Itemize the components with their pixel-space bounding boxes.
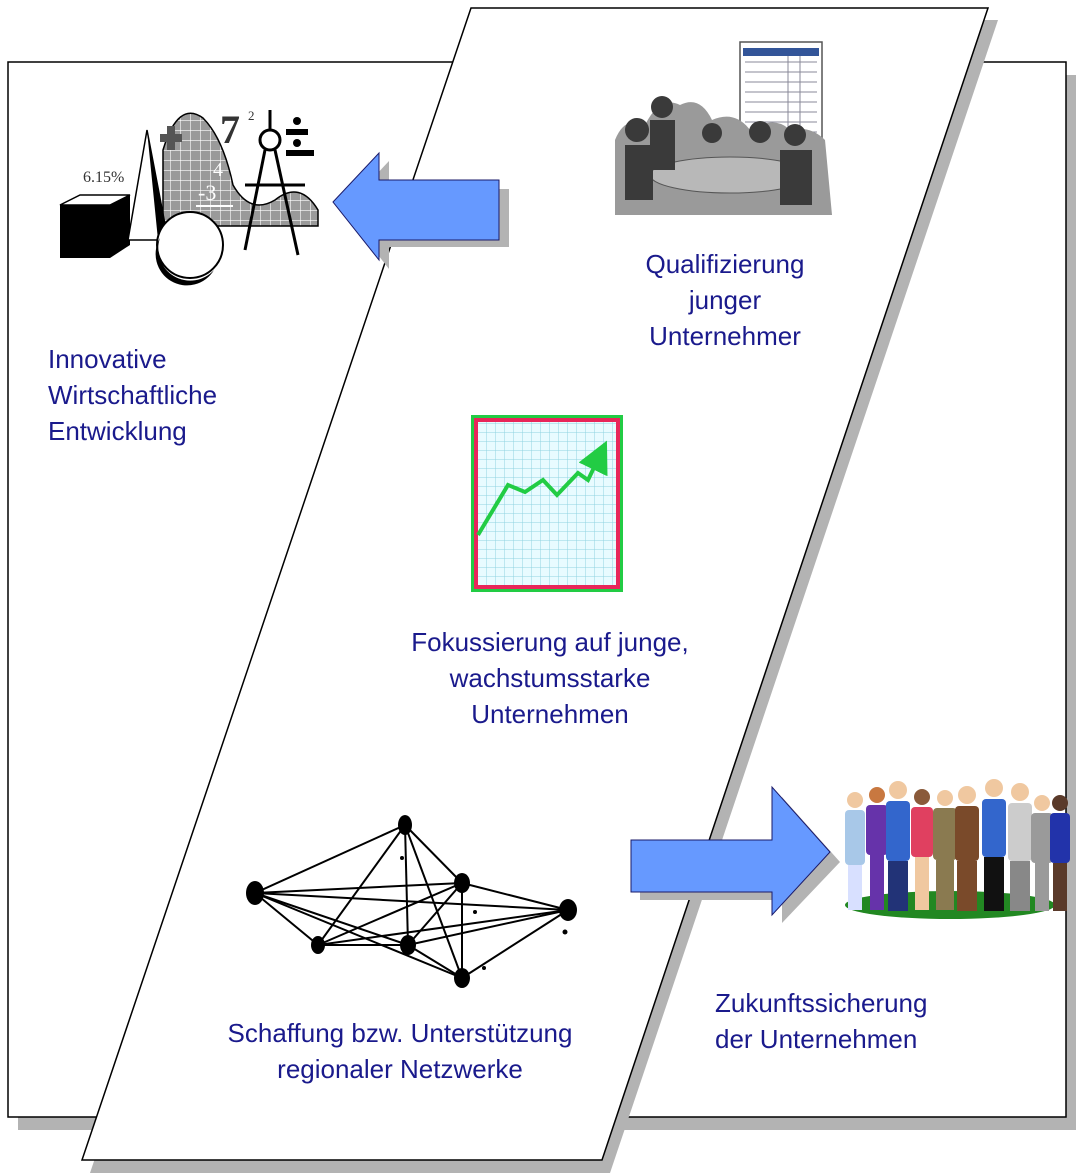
arrow-right-icon [630, 785, 840, 923]
label-fokussierung-line2: wachstumsstarke [449, 663, 651, 693]
growth-chart-clipart [471, 415, 623, 592]
label-qualifizierung: Qualifizierung junger Unternehmer [600, 246, 850, 354]
label-innovative-line1: Innovative [48, 344, 167, 374]
label-fokussierung-line1: Fokussierung auf junge, [411, 627, 689, 657]
minus-three-text: -3 [198, 180, 216, 205]
people-group-clipart [845, 779, 1070, 919]
network-clipart [246, 815, 577, 988]
meeting-clipart [615, 41, 832, 215]
label-fokussierung-line3: Unternehmen [471, 699, 629, 729]
label-innovative-line2: Wirtschaftliche [48, 380, 218, 410]
label-netzwerke-line1: Schaffung bzw. Unterstützung [227, 1018, 573, 1048]
label-zukunft: Zukunftssicherung der Unternehmen [715, 985, 927, 1057]
label-zukunft-line2: der Unternehmen [715, 1024, 918, 1054]
arrow-left-icon [332, 151, 509, 269]
label-fokussierung: Fokussierung auf junge, wachstumsstarke … [350, 624, 750, 732]
percent-text: 6.15% [83, 169, 124, 186]
label-netzwerke-line2: regionaler Netzwerke [277, 1054, 523, 1084]
label-innovative: Innovative Wirtschaftliche Entwicklung [48, 341, 217, 449]
label-qualifizierung-line3: Unternehmer [649, 321, 801, 351]
label-netzwerke: Schaffung bzw. Unterstützung regionaler … [170, 1015, 630, 1087]
geometry-math-clipart: 6.15% 7 2 4 -3 [59, 107, 319, 286]
seven-text: 7 [220, 107, 240, 152]
four-text: 4 [213, 159, 223, 181]
label-zukunft-line1: Zukunftssicherung [715, 988, 928, 1018]
label-qualifizierung-line2: junger [688, 285, 762, 315]
label-qualifizierung-line1: Qualifizierung [645, 249, 805, 279]
exponent-text: 2 [248, 108, 255, 123]
label-innovative-line3: Entwicklung [48, 416, 187, 446]
